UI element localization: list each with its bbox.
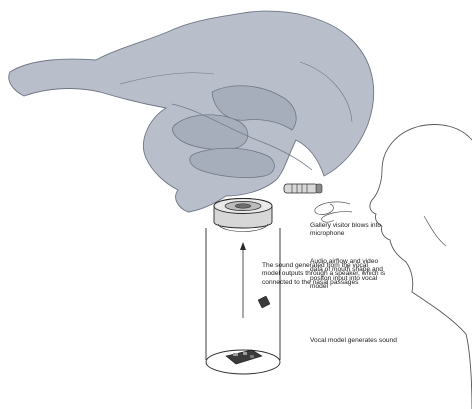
annotation-visitor-blows: Gallery visitor blows into microphone <box>310 222 402 239</box>
airflow-swirl <box>315 202 352 222</box>
speaker <box>214 199 272 232</box>
annotation-audio-airflow: Audio airflow and video data of mouth sh… <box>310 258 390 292</box>
annotation-vocal-model: Vocal model generates sound <box>310 337 450 345</box>
microphone <box>284 184 322 193</box>
nasal-passage-model <box>9 11 374 212</box>
signal-arrow <box>240 242 246 318</box>
sensor-module <box>258 296 270 308</box>
skull-cross-section <box>9 11 374 212</box>
